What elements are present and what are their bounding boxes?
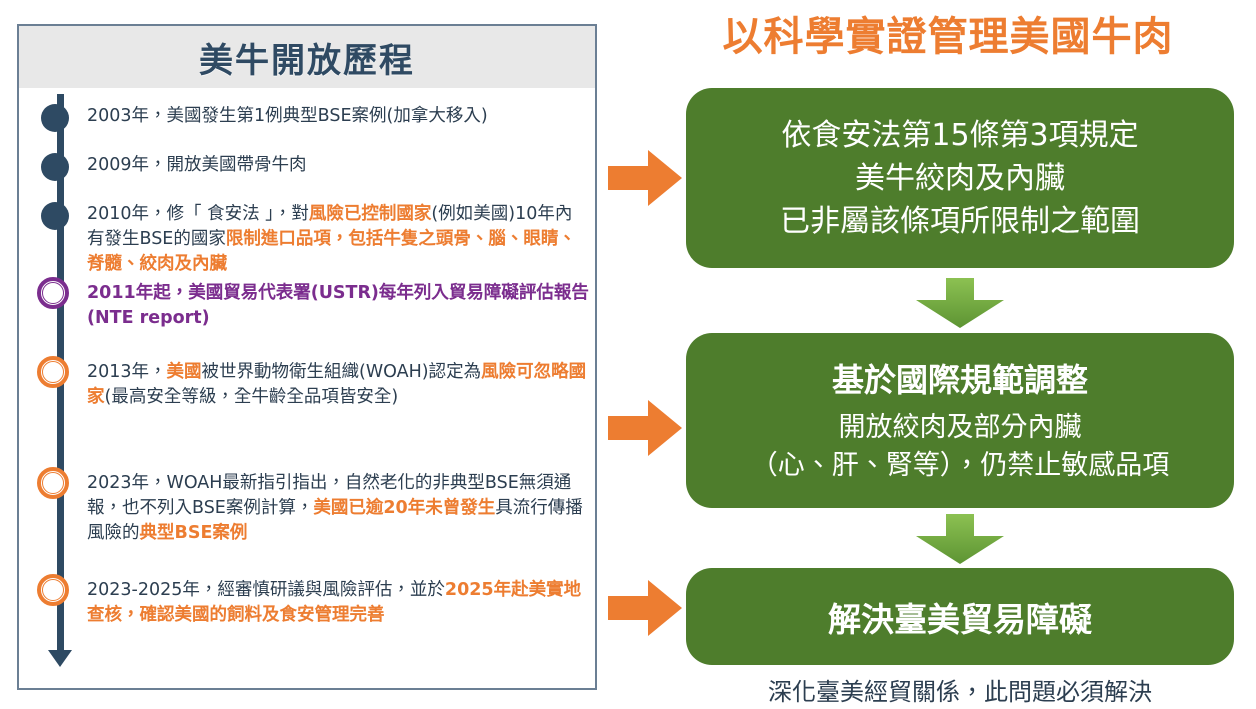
right-column-caption: 深化臺美經貿關係，此問題必須解決 (768, 678, 1152, 706)
solid-dot-icon (41, 104, 69, 132)
timeline-item-text: 2023年，WOAH最新指引指出，自然老化的非典型BSE無須通報，也不列入BSE… (87, 473, 583, 543)
timeline-item-text: 2023-2025年，經審慎研議與風險評估，並於2025年赴美實地查核，確認美國… (87, 580, 582, 625)
timeline-marker (19, 277, 87, 331)
timeline-panel-header: 美牛開放歷程 (19, 26, 595, 88)
timeline-item: 2023年，WOAH最新指引指出，自然老化的非典型BSE無須通報，也不列入BSE… (19, 467, 589, 546)
solid-dot-icon (41, 202, 69, 230)
arrow-right-icon (608, 578, 682, 638)
timeline-item-text: 2011年起，美國貿易代表署(USTR)每年列入貿易障礙評估報告(NTE rep… (87, 283, 589, 328)
box-line: 已非屬該條項所限制之範圍 (780, 203, 1140, 239)
timeline-marker (19, 356, 87, 410)
arrow-down-icon (916, 514, 1004, 564)
timeline-panel: 美牛開放歷程 2003年，美國發生第1例典型BSE案例(加拿大移入) (17, 24, 597, 690)
timeline: 2003年，美國發生第1例典型BSE案例(加拿大移入) 2009年，開放美國帶骨… (19, 88, 595, 688)
box-heading: 基於國際規範調整 (831, 360, 1088, 399)
arrow-right-icon (608, 148, 682, 208)
box-line: 依食安法第15條第3項規定 (781, 117, 1139, 153)
ring-marker-icon (37, 277, 69, 309)
timeline-down-arrow-icon (48, 650, 72, 667)
box-legal-basis: 依食安法第15條第3項規定 美牛絞肉及內臟 已非屬該條項所限制之範圍 (686, 88, 1234, 268)
ring-marker-icon (37, 356, 69, 388)
solid-dot-icon (41, 153, 69, 181)
timeline-item: 2009年，開放美國帶骨牛肉 (19, 153, 589, 181)
page-title: 美牛開放歷程 (199, 40, 415, 81)
box-heading: 解決臺美貿易障礙 (828, 599, 1092, 639)
ring-marker-icon (37, 574, 69, 606)
box-line: 美牛絞肉及內臟 (855, 160, 1065, 196)
timeline-item: 2011年起，美國貿易代表署(USTR)每年列入貿易障礙評估報告(NTE rep… (19, 277, 589, 331)
box-line: 開放絞肉及部分內臟 (838, 411, 1082, 443)
timeline-marker (19, 574, 87, 628)
ring-marker-icon (37, 467, 69, 499)
box-line: （心、肝、腎等），仍禁止敏感品項 (750, 449, 1170, 481)
timeline-item: 2003年，美國發生第1例典型BSE案例(加拿大移入) (19, 104, 589, 132)
timeline-marker (19, 467, 87, 546)
timeline-item: 2010年，修「 食安法 」，對風險已控制國家(例如美國)10年內有發生BSE的… (19, 202, 589, 277)
box-international-standard: 基於國際規範調整 開放絞肉及部分內臟 （心、肝、腎等），仍禁止敏感品項 (686, 333, 1234, 508)
box-trade-barrier: 解決臺美貿易障礙 (686, 568, 1234, 665)
right-column-title: 以科學實證管理美國牛肉 (722, 14, 1174, 60)
timeline-item: 2023-2025年，經審慎研議與風險評估，並於2025年赴美實地查核，確認美國… (19, 574, 589, 628)
timeline-item: 2013年，美國被世界動物衛生組織(WOAH)認定為風險可忽略國家(最高安全等級… (19, 356, 589, 410)
timeline-item-text: 2010年，修「 食安法 」，對風險已控制國家(例如美國)10年內有發生BSE的… (87, 204, 576, 274)
timeline-marker (19, 202, 87, 277)
timeline-item-text: 2013年，美國被世界動物衛生組織(WOAH)認定為風險可忽略國家(最高安全等級… (87, 362, 587, 407)
timeline-item-text: 2009年，開放美國帶骨牛肉 (87, 155, 307, 175)
timeline-item-text: 2003年，美國發生第1例典型BSE案例(加拿大移入) (87, 106, 488, 126)
timeline-marker (19, 104, 87, 132)
timeline-marker (19, 153, 87, 181)
arrow-right-icon (608, 398, 682, 458)
arrow-down-icon (916, 278, 1004, 328)
